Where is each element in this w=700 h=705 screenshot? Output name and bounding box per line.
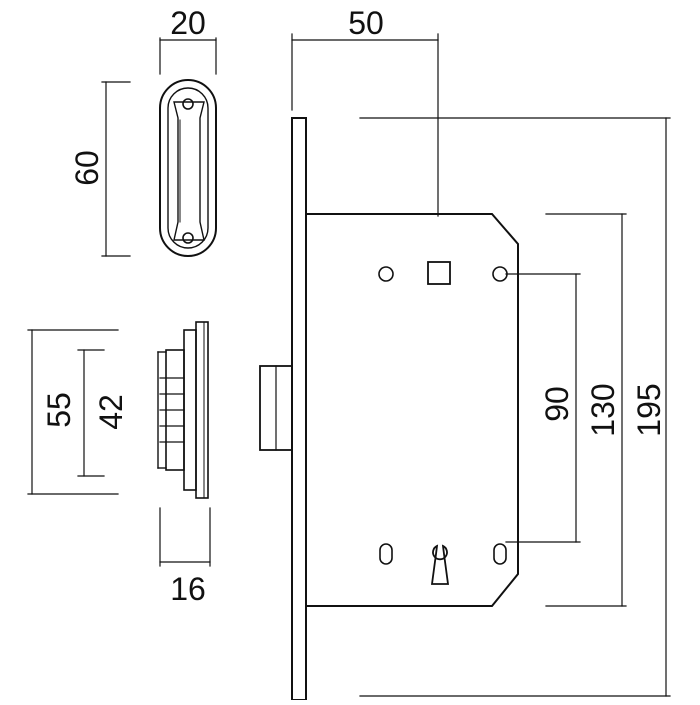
dim-striker-width	[159, 37, 217, 75]
screw-hole-bottom	[182, 232, 194, 244]
dim-forend-length	[359, 117, 671, 697]
dim-bolt-projection	[159, 507, 211, 567]
dim-centres	[505, 273, 581, 543]
dim-forend-height	[27, 329, 119, 495]
lock-case	[305, 213, 519, 607]
side-view-lock	[157, 321, 209, 499]
screw-hole-top	[182, 98, 194, 110]
keyhole-icon	[430, 544, 450, 585]
label-striker-width: 20	[170, 5, 206, 41]
dim-case-height	[545, 213, 627, 607]
label-bolt-projection: 16	[170, 571, 206, 607]
label-centres: 90	[539, 386, 575, 422]
label-bolt-height: 42	[93, 394, 129, 430]
label-striker-height: 60	[69, 150, 105, 186]
striker-plate	[159, 79, 217, 257]
spindle-follower	[427, 261, 451, 285]
dim-backset	[291, 33, 439, 217]
label-forend-length: 195	[631, 383, 667, 436]
forend-plate	[291, 117, 307, 701]
fixing-hole	[378, 266, 394, 282]
label-backset: 50	[348, 5, 384, 41]
fixing-hole	[492, 266, 508, 282]
fixing-hole	[379, 543, 393, 565]
dim-bolt-height	[77, 349, 105, 477]
label-case-height: 130	[585, 383, 621, 436]
label-forend-height: 55	[41, 392, 77, 428]
lock-body	[259, 117, 519, 701]
dim-striker-height	[101, 81, 131, 257]
fixing-hole	[493, 543, 507, 565]
